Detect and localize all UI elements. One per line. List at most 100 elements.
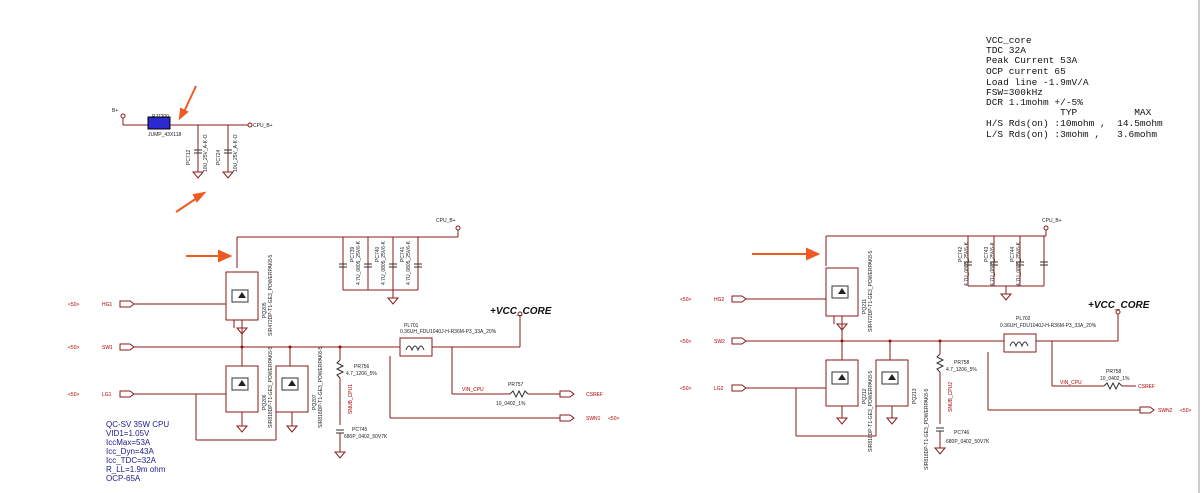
inductor-value: 0.36UH_FDU1040J-H-R36M-P3_33A_20% xyxy=(400,329,497,335)
note-line: QC-SV 35W CPU xyxy=(106,420,169,429)
snub-r-value: 4.7_1206_5% xyxy=(946,367,977,373)
phase2-hg-tag: <50> xyxy=(680,297,691,303)
fet-diode-icon xyxy=(238,380,246,386)
inductor-ref: PL702 xyxy=(1016,316,1031,322)
swn-label: SWN2 xyxy=(1158,408,1173,414)
phase1-ls-fet-2 xyxy=(275,365,309,413)
phase2-ls-fet-1 xyxy=(825,359,859,407)
ground-icon xyxy=(333,451,347,459)
note-line: IccMax=53A xyxy=(106,438,151,447)
cap-value: 4.7U_0805_25V6-K xyxy=(356,240,362,285)
phase1-hg-tag: <50> xyxy=(68,302,79,308)
jumper-ref: PJ7200 xyxy=(152,114,169,120)
phase1-cpu-b-plus: CPU_B+ xyxy=(436,218,456,224)
jumper-part: JUMP_43X118 xyxy=(148,132,181,138)
fet-ref: PQ205 xyxy=(262,302,268,318)
resistor-icon xyxy=(335,359,345,379)
cap-ref: PC743 xyxy=(984,246,990,262)
csref-label: CSREF xyxy=(586,392,603,398)
ground-icon xyxy=(285,425,299,433)
note-line: R_LL=1.9m ohm xyxy=(106,465,166,474)
cap-ref: PC744 xyxy=(1010,246,1016,262)
fet-diode-icon xyxy=(838,288,846,294)
note-line: Icc_Dyn=43A xyxy=(106,447,154,456)
cap-value: 10U_25V_A-K-O xyxy=(203,134,209,172)
cap-ref: PC740 xyxy=(375,246,381,262)
net-port-icon xyxy=(559,390,575,398)
cap-ref: PC741 xyxy=(400,246,406,262)
spec-block: VCC_core TDC 32A Peak Current 53A OCP cu… xyxy=(986,35,1163,140)
ground-icon xyxy=(221,171,235,179)
fet-diode-icon xyxy=(238,292,246,298)
ground-icon xyxy=(386,297,400,305)
vin-cpu-label: VIN_CPU xyxy=(1060,380,1082,386)
ground-icon xyxy=(835,417,849,425)
cap-value: 4.7U_0805_25V6-K xyxy=(1016,241,1022,286)
spec-line: FSW=300kHz xyxy=(986,87,1043,98)
resistor-icon xyxy=(1103,381,1123,391)
swn-label: SWN1 xyxy=(586,416,601,422)
phase2-hg-label: HG2 xyxy=(714,297,725,303)
snub-c-value: 680P_0402_50V7K xyxy=(946,439,990,445)
fet-part: SIR472DP-T1-GE3_POWERPAK8-5 xyxy=(268,254,274,336)
cap-value: 4.7U_0805_25V6-K xyxy=(964,241,970,286)
cap-ref: PC712 xyxy=(186,149,192,165)
csref-label: CSREF xyxy=(1138,384,1155,390)
fet-ref: PQ207 xyxy=(312,394,318,410)
resistor-icon xyxy=(509,389,529,399)
ground-icon xyxy=(235,327,249,335)
sense-r-value: 10_0402_1% xyxy=(496,401,526,407)
fet-part: SIR818DP-T1-GE3_POWERPAK8-5 xyxy=(924,388,930,470)
fet-part: SIR472DP-T1-GE3_POWERPAK8-5 xyxy=(868,250,874,332)
phase1-sw-label: SW1 xyxy=(102,345,113,351)
phase1-hg-label: HG1 xyxy=(102,302,113,308)
phase2-sw-label: SW2 xyxy=(714,339,725,345)
ground-icon xyxy=(835,323,849,331)
fet-diode-icon xyxy=(888,374,896,380)
jumper-pj7200 xyxy=(147,116,171,130)
net-port-icon xyxy=(119,343,135,351)
spec-line: VCC_core xyxy=(986,35,1032,46)
net-port-icon xyxy=(731,295,747,303)
spec-line: TDC 32A xyxy=(986,45,1026,56)
ground-icon xyxy=(191,171,205,179)
resistor-icon xyxy=(935,353,945,373)
net-port-icon xyxy=(731,337,747,345)
cap-value: 4.7U_0805_25V6-K xyxy=(406,240,412,285)
annotation-arrow xyxy=(182,85,197,115)
snub-r-ref: PR758 xyxy=(954,360,970,366)
cpu-b-plus-terminal xyxy=(247,122,253,128)
fet-ref: PQ213 xyxy=(912,388,918,404)
cap-value: 4.7U_0805_25V6-K xyxy=(990,241,996,286)
swn-tag: <50> xyxy=(1180,408,1191,414)
cap-value: 10U_25V_A-K-O xyxy=(233,134,239,172)
phase2-ls-fet-2 xyxy=(875,359,909,407)
inductor-value: 0.36UH_FDU1040J-H-R36M-P3_33A_20% xyxy=(1000,323,1097,329)
net-port-icon xyxy=(119,390,135,398)
phase2-vcc-core: +VCC_CORE xyxy=(1088,300,1150,311)
phase2-sw-tag: <50> xyxy=(680,339,691,345)
spec-line: H/S Rds(on) :10mohm , 14.5mohm xyxy=(986,118,1163,129)
fet-ref: PQ212 xyxy=(862,388,868,404)
phase2-lg-tag: <50> xyxy=(680,386,691,392)
phase2-section: CPU_B+ PC742 4.7U_0805_25V6-K PC743 4.7U… xyxy=(680,218,1191,470)
phase1-section: CPU_B+ PC739 4.7U_0805_25V6-K PC740 4.7U… xyxy=(68,218,619,483)
cap-ref: PC742 xyxy=(958,246,964,262)
cap-ref: PC739 xyxy=(350,246,356,262)
snub-net: SNUB_CPU2 xyxy=(948,382,954,412)
top-cpu-b-plus: CPU_B+ xyxy=(253,123,273,129)
fet-part: SIR818DP-T1-GE3_POWERPAK8-5 xyxy=(318,346,324,428)
b-plus-label: B+ xyxy=(112,108,118,114)
fet-ref: PQ211 xyxy=(862,299,868,314)
ground-icon xyxy=(235,425,249,433)
spec-line: Peak Current 53A xyxy=(986,55,1078,66)
note-line: OCP-65A xyxy=(106,474,141,483)
vin-cpu-label: VIN_CPU xyxy=(462,387,484,393)
ground-icon xyxy=(999,293,1013,301)
input-jumper-section: B+ PJ7200 JUMP_43X118 CPU_B+ PC712 10U_2… xyxy=(112,85,273,213)
fet-part: SIR818DP-T1-GE3_POWERPAK8-5 xyxy=(268,346,274,428)
spec-line: OCP current 65 xyxy=(986,66,1066,77)
phase1-ls-fet-1 xyxy=(225,365,259,413)
phase2-cpu-b-plus: CPU_B+ xyxy=(1042,218,1062,224)
net-port-icon xyxy=(559,414,575,422)
